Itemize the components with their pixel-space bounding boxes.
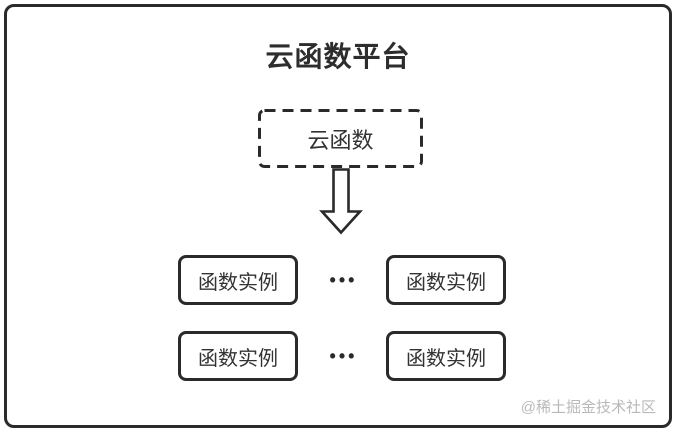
function-instance-box: 函数实例 (178, 331, 298, 381)
diagram-title: 云函数平台 (265, 41, 411, 72)
dashed-border (258, 109, 423, 168)
down-arrow-icon (319, 168, 363, 235)
platform-container: 云函数平台 云函数 函数实例 ••• 函数实例 函数实例 ••• 函数实例 @稀… (4, 4, 672, 428)
function-instance-box: 函数实例 (386, 331, 506, 381)
instance-row-1: 函数实例 ••• 函数实例 (178, 255, 506, 305)
cloud-function-label: 云函数 (307, 127, 374, 153)
ellipsis-icon: ••• (329, 270, 358, 290)
watermark-text: @稀土掘金技术社区 (520, 399, 656, 416)
ellipsis-icon: ••• (329, 346, 358, 366)
cloud-function-node: 云函数 (258, 109, 423, 168)
function-instance-box: 函数实例 (386, 255, 506, 305)
function-instance-box: 函数实例 (178, 255, 298, 305)
instance-row-2: 函数实例 ••• 函数实例 (178, 331, 506, 381)
